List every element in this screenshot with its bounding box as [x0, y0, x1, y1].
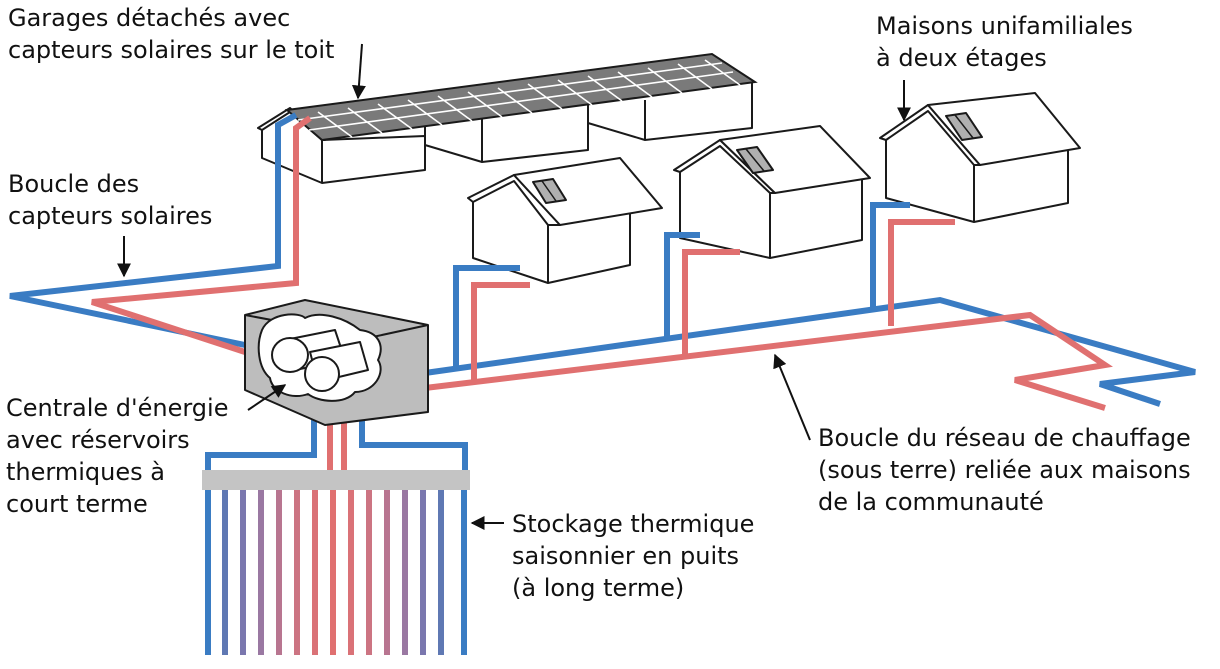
label-district-loop: Boucle du réseau de chauffage (sous terr… — [818, 422, 1191, 518]
label-houses-line-1: Maisons unifamiliales — [876, 12, 1133, 40]
district-loop-hot-pipe — [424, 311, 1113, 411]
pointer-arrow-icon — [247, 384, 287, 411]
label-solar-loop-line-2: capteurs solaires — [8, 202, 213, 230]
solar-panel-icon — [284, 52, 758, 142]
label-garages: Garages détachés avec capteurs solaires … — [8, 2, 334, 66]
solar-loop-cold-pipe — [9, 112, 298, 348]
solar-loop-hot-pipe — [91, 115, 312, 355]
label-solar-loop-line-1: Boucle des — [8, 170, 140, 198]
label-borehole-storage-line-1: Stockage thermique — [512, 510, 755, 538]
label-district-loop-line-2: (sous terre) reliée aux maisons — [818, 456, 1191, 484]
label-garages-line-1: Garages détachés avec — [8, 4, 291, 32]
label-district-loop-line-1: Boucle du réseau de chauffage — [818, 424, 1191, 452]
pointer-arrow-icon — [351, 43, 366, 100]
district-loop-pipes — [424, 202, 1196, 411]
energy-plant — [244, 299, 429, 426]
house-2 — [673, 125, 871, 259]
borehole-manifold — [202, 470, 470, 490]
label-energy-plant-line-3: thermiques à — [6, 458, 165, 486]
branch-house-2-hot — [682, 249, 740, 354]
branch-house-1-hot — [471, 282, 530, 384]
label-energy-plant-line-1: Centrale d'énergie — [6, 394, 229, 422]
label-energy-plant-line-4: court terme — [6, 490, 148, 518]
pointer-arrow-icon — [773, 353, 811, 441]
branch-house-2-cold — [664, 232, 700, 337]
label-arrows — [117, 43, 911, 530]
label-garages-line-2: capteurs solaires sur le toit — [8, 36, 335, 64]
branch-house-3-hot — [888, 219, 955, 326]
borehole-storage — [202, 470, 470, 655]
house-1 — [467, 157, 663, 284]
label-energy-plant: Centrale d'énergie avec réservoirs therm… — [6, 392, 228, 520]
label-houses: Maisons unifamiliales à deux étages — [876, 10, 1133, 74]
borehole-wells — [205, 488, 467, 655]
storage-tank-icon — [271, 329, 369, 392]
district-loop-cold-pipe — [424, 296, 1196, 407]
label-borehole-storage-line-2: saisonnier en puits — [512, 542, 740, 570]
branch-house-3-cold — [870, 202, 910, 309]
label-district-loop-line-3: de la communauté — [818, 488, 1044, 516]
solar-loop-pipes — [9, 112, 312, 355]
label-borehole-storage: Stockage thermique saisonnier en puits (… — [512, 508, 754, 604]
label-solar-loop: Boucle des capteurs solaires — [8, 168, 212, 232]
label-borehole-storage-line-3: (à long terme) — [512, 574, 685, 602]
label-energy-plant-line-2: avec réservoirs — [6, 426, 190, 454]
label-houses-line-2: à deux étages — [876, 44, 1047, 72]
house-3 — [879, 92, 1081, 223]
branch-house-1-cold — [453, 265, 520, 368]
